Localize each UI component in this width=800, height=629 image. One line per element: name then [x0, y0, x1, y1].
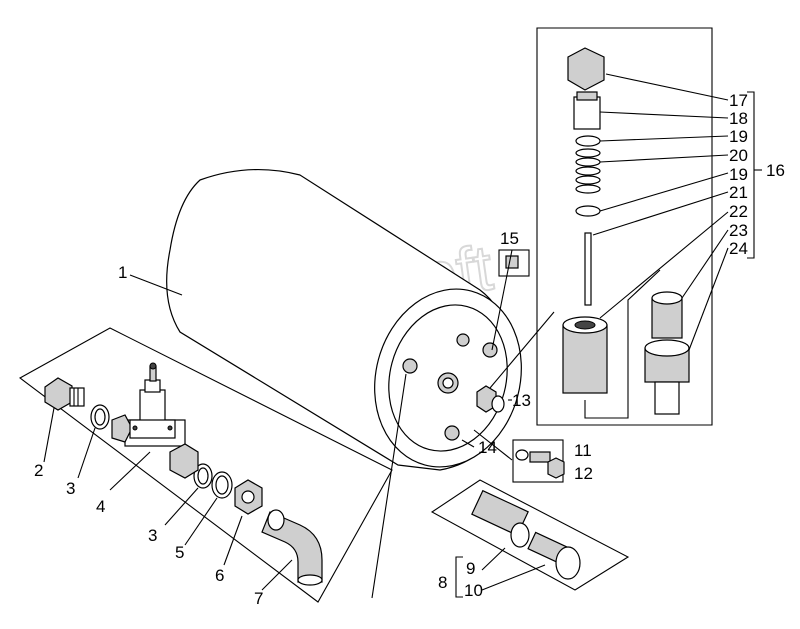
callout-18: 18 [729, 109, 748, 128]
callout-15: 15 [500, 229, 519, 248]
part-20-spring [575, 148, 601, 194]
callout-1: 1 [118, 263, 127, 282]
callout-24: 24 [729, 239, 748, 258]
fittings-frame [18, 327, 393, 603]
part-9-tee [471, 489, 530, 548]
plug-frame [498, 249, 530, 277]
part-15-plug [505, 255, 519, 269]
bracket-frame [430, 479, 630, 591]
part-6-nut [234, 479, 263, 515]
callout-3b: 3 [148, 526, 157, 545]
callout-22: 22 [729, 202, 748, 221]
part-11-12-bolt [515, 449, 565, 479]
part-4-drain-valve [111, 362, 199, 479]
callout-6: 6 [215, 566, 224, 585]
callout-10: 10 [464, 581, 483, 600]
callout-3: 3 [66, 479, 75, 498]
callout-21: 21 [729, 183, 748, 202]
callout-labels: 1 2 3 4 3 5 6 7 8 9 10 11 12 13 14 15 16… [34, 91, 785, 608]
tank-port-upper [456, 333, 470, 347]
part-13-fitting [476, 385, 505, 413]
air-tank [166, 168, 522, 471]
callout-9: 9 [466, 559, 475, 578]
part-19-oring-b [575, 205, 601, 217]
part-7-elbow [261, 509, 323, 586]
tank-port-right [482, 342, 498, 358]
callout-2: 2 [34, 461, 43, 480]
group-frames [18, 27, 713, 603]
tank-port-lower [444, 425, 460, 441]
callout-7: 7 [254, 589, 263, 608]
part-10-plug [527, 531, 581, 580]
callout-8: 8 [438, 573, 447, 592]
part-17-cap-nut [567, 47, 605, 91]
part-2-fitting [44, 377, 85, 411]
callout-23: 23 [729, 221, 748, 240]
valve-kit [562, 47, 690, 415]
tank-port-left [402, 358, 418, 374]
part-22-housing [562, 316, 608, 394]
callout-19b: 19 [729, 165, 748, 184]
callout-20: 20 [729, 146, 748, 165]
valve-arrow-line [584, 269, 661, 419]
callout-4: 4 [96, 497, 105, 516]
leader-lines [43, 73, 762, 599]
callout-13: 13 [512, 391, 531, 410]
part-19-oring [575, 135, 601, 147]
part-18-body [573, 96, 601, 130]
valve-kit-frame [536, 27, 713, 426]
callout-16: 16 [766, 161, 785, 180]
callout-11: 11 [574, 441, 592, 460]
part-21-pin [584, 232, 592, 306]
callout-14: 14 [478, 438, 497, 457]
part-23-sleeve [651, 291, 683, 339]
callout-17: 17 [729, 91, 748, 110]
part-24-valve-seat [644, 339, 690, 415]
callout-12: 12 [574, 464, 593, 483]
callout-5: 5 [175, 543, 184, 562]
callout-19: 19 [729, 127, 748, 146]
